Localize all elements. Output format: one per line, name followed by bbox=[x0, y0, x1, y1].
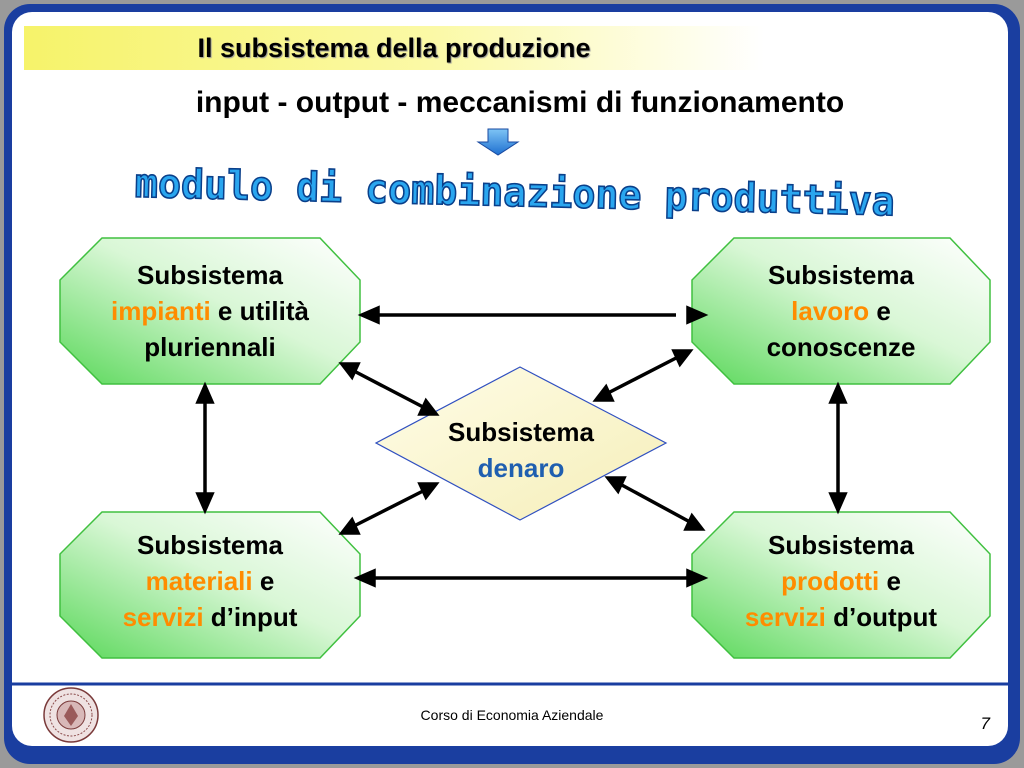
wordart-banner: modulo di combinazione produttiva bbox=[134, 160, 896, 226]
arrow-impianti-materiali bbox=[195, 381, 215, 515]
node-impianti-shape bbox=[59, 237, 361, 385]
node-lavoro: Subsistema lavoro e conoscenze bbox=[692, 257, 990, 365]
node-prodotti-line1: Subsistema bbox=[768, 530, 914, 560]
node-materiali-rest: e bbox=[252, 566, 275, 596]
slide-subtitle: input - output - meccanismi di funzionam… bbox=[195, 86, 845, 119]
node-impianti-line3: pluriennali bbox=[144, 332, 276, 362]
node-prodotti-rest: e bbox=[879, 566, 901, 596]
node-impianti-highlight: impianti bbox=[111, 296, 211, 326]
arrow-materiali-prodotti bbox=[353, 568, 709, 588]
node-prodotti-line3: servizi d’output bbox=[692, 599, 990, 635]
node-lavoro-line1: Subsistema bbox=[768, 260, 914, 290]
node-materiali-line2: materiali e bbox=[60, 563, 360, 599]
arrow-materiali-denaro bbox=[338, 482, 440, 535]
arrow-prodotti-denaro bbox=[604, 476, 706, 531]
node-materiali-shape bbox=[59, 511, 361, 659]
arrow-impianti-lavoro bbox=[357, 305, 709, 325]
node-prodotti-highlight2: servizi bbox=[744, 602, 826, 632]
footer-text: Corso di Economia Aziendale bbox=[420, 707, 604, 723]
node-lavoro-rest: e bbox=[869, 296, 891, 326]
node-prodotti: Subsistema prodotti e servizi d’output bbox=[692, 527, 990, 635]
node-impianti-rest: e utilità bbox=[210, 296, 309, 326]
node-impianti-line2: impianti e utilità bbox=[60, 293, 360, 329]
node-denaro: Subsistema denaro bbox=[396, 414, 646, 486]
node-denaro-line1: Subsistema bbox=[448, 417, 594, 447]
node-prodotti-rest2: d’output bbox=[825, 602, 938, 632]
node-lavoro-line2: lavoro e bbox=[692, 293, 990, 329]
node-materiali-line1: Subsistema bbox=[137, 530, 283, 560]
node-materiali-highlight2: servizi bbox=[122, 602, 204, 632]
node-materiali-highlight: materiali bbox=[145, 566, 253, 596]
node-impianti-line1: Subsistema bbox=[137, 260, 283, 290]
slide-title: Il subsistema della produzione bbox=[197, 33, 591, 63]
node-lavoro-line3: conoscenze bbox=[766, 332, 916, 362]
page-number: 7 bbox=[980, 714, 990, 733]
node-materiali-line3: servizi d’input bbox=[60, 599, 360, 635]
node-prodotti-highlight: prodotti bbox=[781, 566, 880, 596]
down-arrow-icon bbox=[476, 128, 520, 156]
node-denaro-shape bbox=[374, 366, 668, 521]
title-bar bbox=[24, 26, 764, 70]
node-lavoro-shape bbox=[691, 237, 991, 385]
arrow-lavoro-prodotti bbox=[828, 381, 848, 515]
university-seal-icon bbox=[43, 687, 99, 743]
node-lavoro-highlight: lavoro bbox=[791, 296, 870, 326]
node-materiali-rest2: d’input bbox=[203, 602, 298, 632]
node-denaro-highlight: denaro bbox=[477, 453, 565, 483]
node-impianti: Subsistema impianti e utilità pluriennal… bbox=[60, 257, 360, 365]
node-materiali: Subsistema materiali e servizi d’input bbox=[60, 527, 360, 635]
arrow-lavoro-denaro bbox=[592, 349, 694, 402]
node-prodotti-line2: prodotti e bbox=[692, 563, 990, 599]
arrow-impianti-denaro bbox=[338, 362, 440, 416]
